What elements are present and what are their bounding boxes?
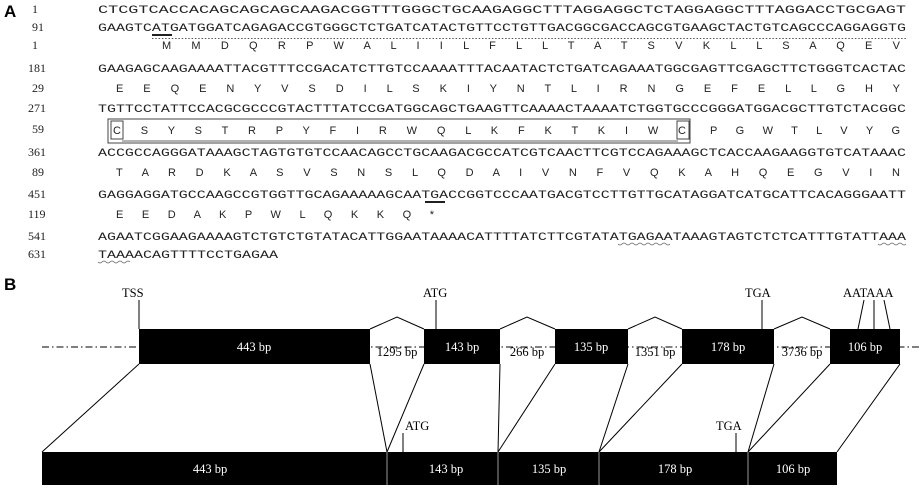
row-number: 89 (32, 165, 44, 179)
nucleotide-row: ACCGCCAGGGATAAAGCTAGTGTGTCCAACAGCCTGCAAG… (98, 148, 906, 160)
nucleotide-row: AGAATCGGAAGAAAAGTCTGTCTGTATACATTGGAATAAA… (98, 232, 907, 244)
domain-outer-box (107, 118, 691, 144)
intron-length: 1351 bp (635, 345, 676, 359)
exon-block (139, 329, 370, 364)
panel-b-letter: B (4, 275, 16, 294)
amino-acid-row: T A R D K A S V S N S L Q D A I V N F V … (116, 167, 900, 179)
row-number: 59 (32, 122, 44, 136)
polya-label: AATAAA (843, 286, 893, 300)
row-number: 541 (28, 229, 46, 243)
sequence-block: 1 CTCGTCACCACAGCAGCAGCAAGACGGTTTGGGCTGCA… (28, 2, 907, 264)
tss-label: TSS (122, 286, 144, 300)
row-number: 361 (28, 145, 46, 159)
row-number: 91 (32, 20, 44, 34)
amino-acid-row: E E D A K P W L Q K K Q * (116, 209, 435, 221)
mrna-bar (42, 452, 837, 485)
polya-marker-line (857, 299, 865, 330)
row-number: 29 (32, 81, 44, 95)
mrna-exon-length: 135 bp (532, 462, 566, 476)
exon-length: 135 bp (574, 340, 608, 354)
mrna-exon-length: 143 bp (429, 462, 463, 476)
exon-block (424, 329, 500, 364)
intron-chevron (627, 316, 683, 330)
row-number: 1 (32, 38, 38, 52)
nucleotide-row: CTCGTCACCACAGCAGCAGCAAGACGGTTTGGGCTGCAAG… (98, 5, 906, 17)
tga-label: TGA (745, 286, 771, 300)
amino-acid-row: P G W T L V Y G (710, 125, 900, 137)
exon-length: 143 bp (445, 340, 479, 354)
row-number: 1 (32, 2, 38, 16)
exon-mapping-lines (41, 363, 901, 453)
exon-length: 178 bp (711, 340, 745, 354)
exon-length: 443 bp (237, 340, 271, 354)
cysteine-box (676, 120, 690, 140)
row-number: 451 (28, 187, 46, 201)
mrna-atg-label: ATG (405, 419, 429, 433)
row-number: 181 (28, 61, 46, 75)
intron-length: 266 bp (510, 345, 544, 359)
intron-chevron (369, 316, 425, 330)
mrna-exon-length: 443 bp (193, 462, 227, 476)
amino-acid-row: E E Q E N Y V S D I L S K I Y N T L I R … (116, 83, 901, 95)
mrna-tga-label: TGA (716, 419, 742, 433)
atg-label: ATG (423, 286, 447, 300)
exon-block (830, 329, 900, 364)
intron-length: 3736 bp (782, 345, 823, 359)
nucleotide-row: TGTTCCTATTCCACGCGCCCGTACTTTATCCGATGGCAGC… (98, 104, 906, 116)
exon-length: 106 bp (848, 340, 882, 354)
polya-signal-wavy-underline (97, 260, 131, 264)
amino-acid-boxed: C S Y S T R P Y F I R W Q L K F K T K I … (113, 125, 686, 137)
row-number: 271 (28, 101, 46, 115)
intron-chevron (499, 316, 556, 330)
intron-chevron (773, 316, 831, 330)
mrna-exon-length: 178 bp (658, 462, 692, 476)
row-number: 119 (28, 207, 46, 221)
polya-signal-wavy-underline (617, 242, 671, 246)
nucleotide-row: GAAGAGCAAGAAAATTACGTTTCCGACATCTTGTCCAAAA… (98, 64, 906, 76)
row-number: 631 (28, 247, 46, 261)
nucleotide-row: GAAGTCATGATGGATCAGAGACCGTGGGCTCTGATCATAC… (98, 23, 906, 35)
exon-block (682, 329, 774, 364)
polya-marker-line (883, 299, 891, 330)
panel-a-letter: A (4, 2, 16, 21)
mrna-exon-length: 106 bp (776, 462, 810, 476)
exon-block (555, 329, 628, 364)
nucleotide-row: TAAAACAGTTTTCCTGAGAA (98, 250, 279, 262)
nucleotide-row: GAGGAGGATGCCAAGCCGTGGTTGCAGAAAAAGCAATGAC… (98, 190, 906, 202)
intron-length: 1295 bp (377, 345, 418, 359)
amino-acid-row: M M D Q R P W A L I I L F L L T A T S V … (162, 40, 901, 52)
cysteine-box (110, 120, 124, 140)
polya-signal-wavy-underline (877, 242, 907, 246)
